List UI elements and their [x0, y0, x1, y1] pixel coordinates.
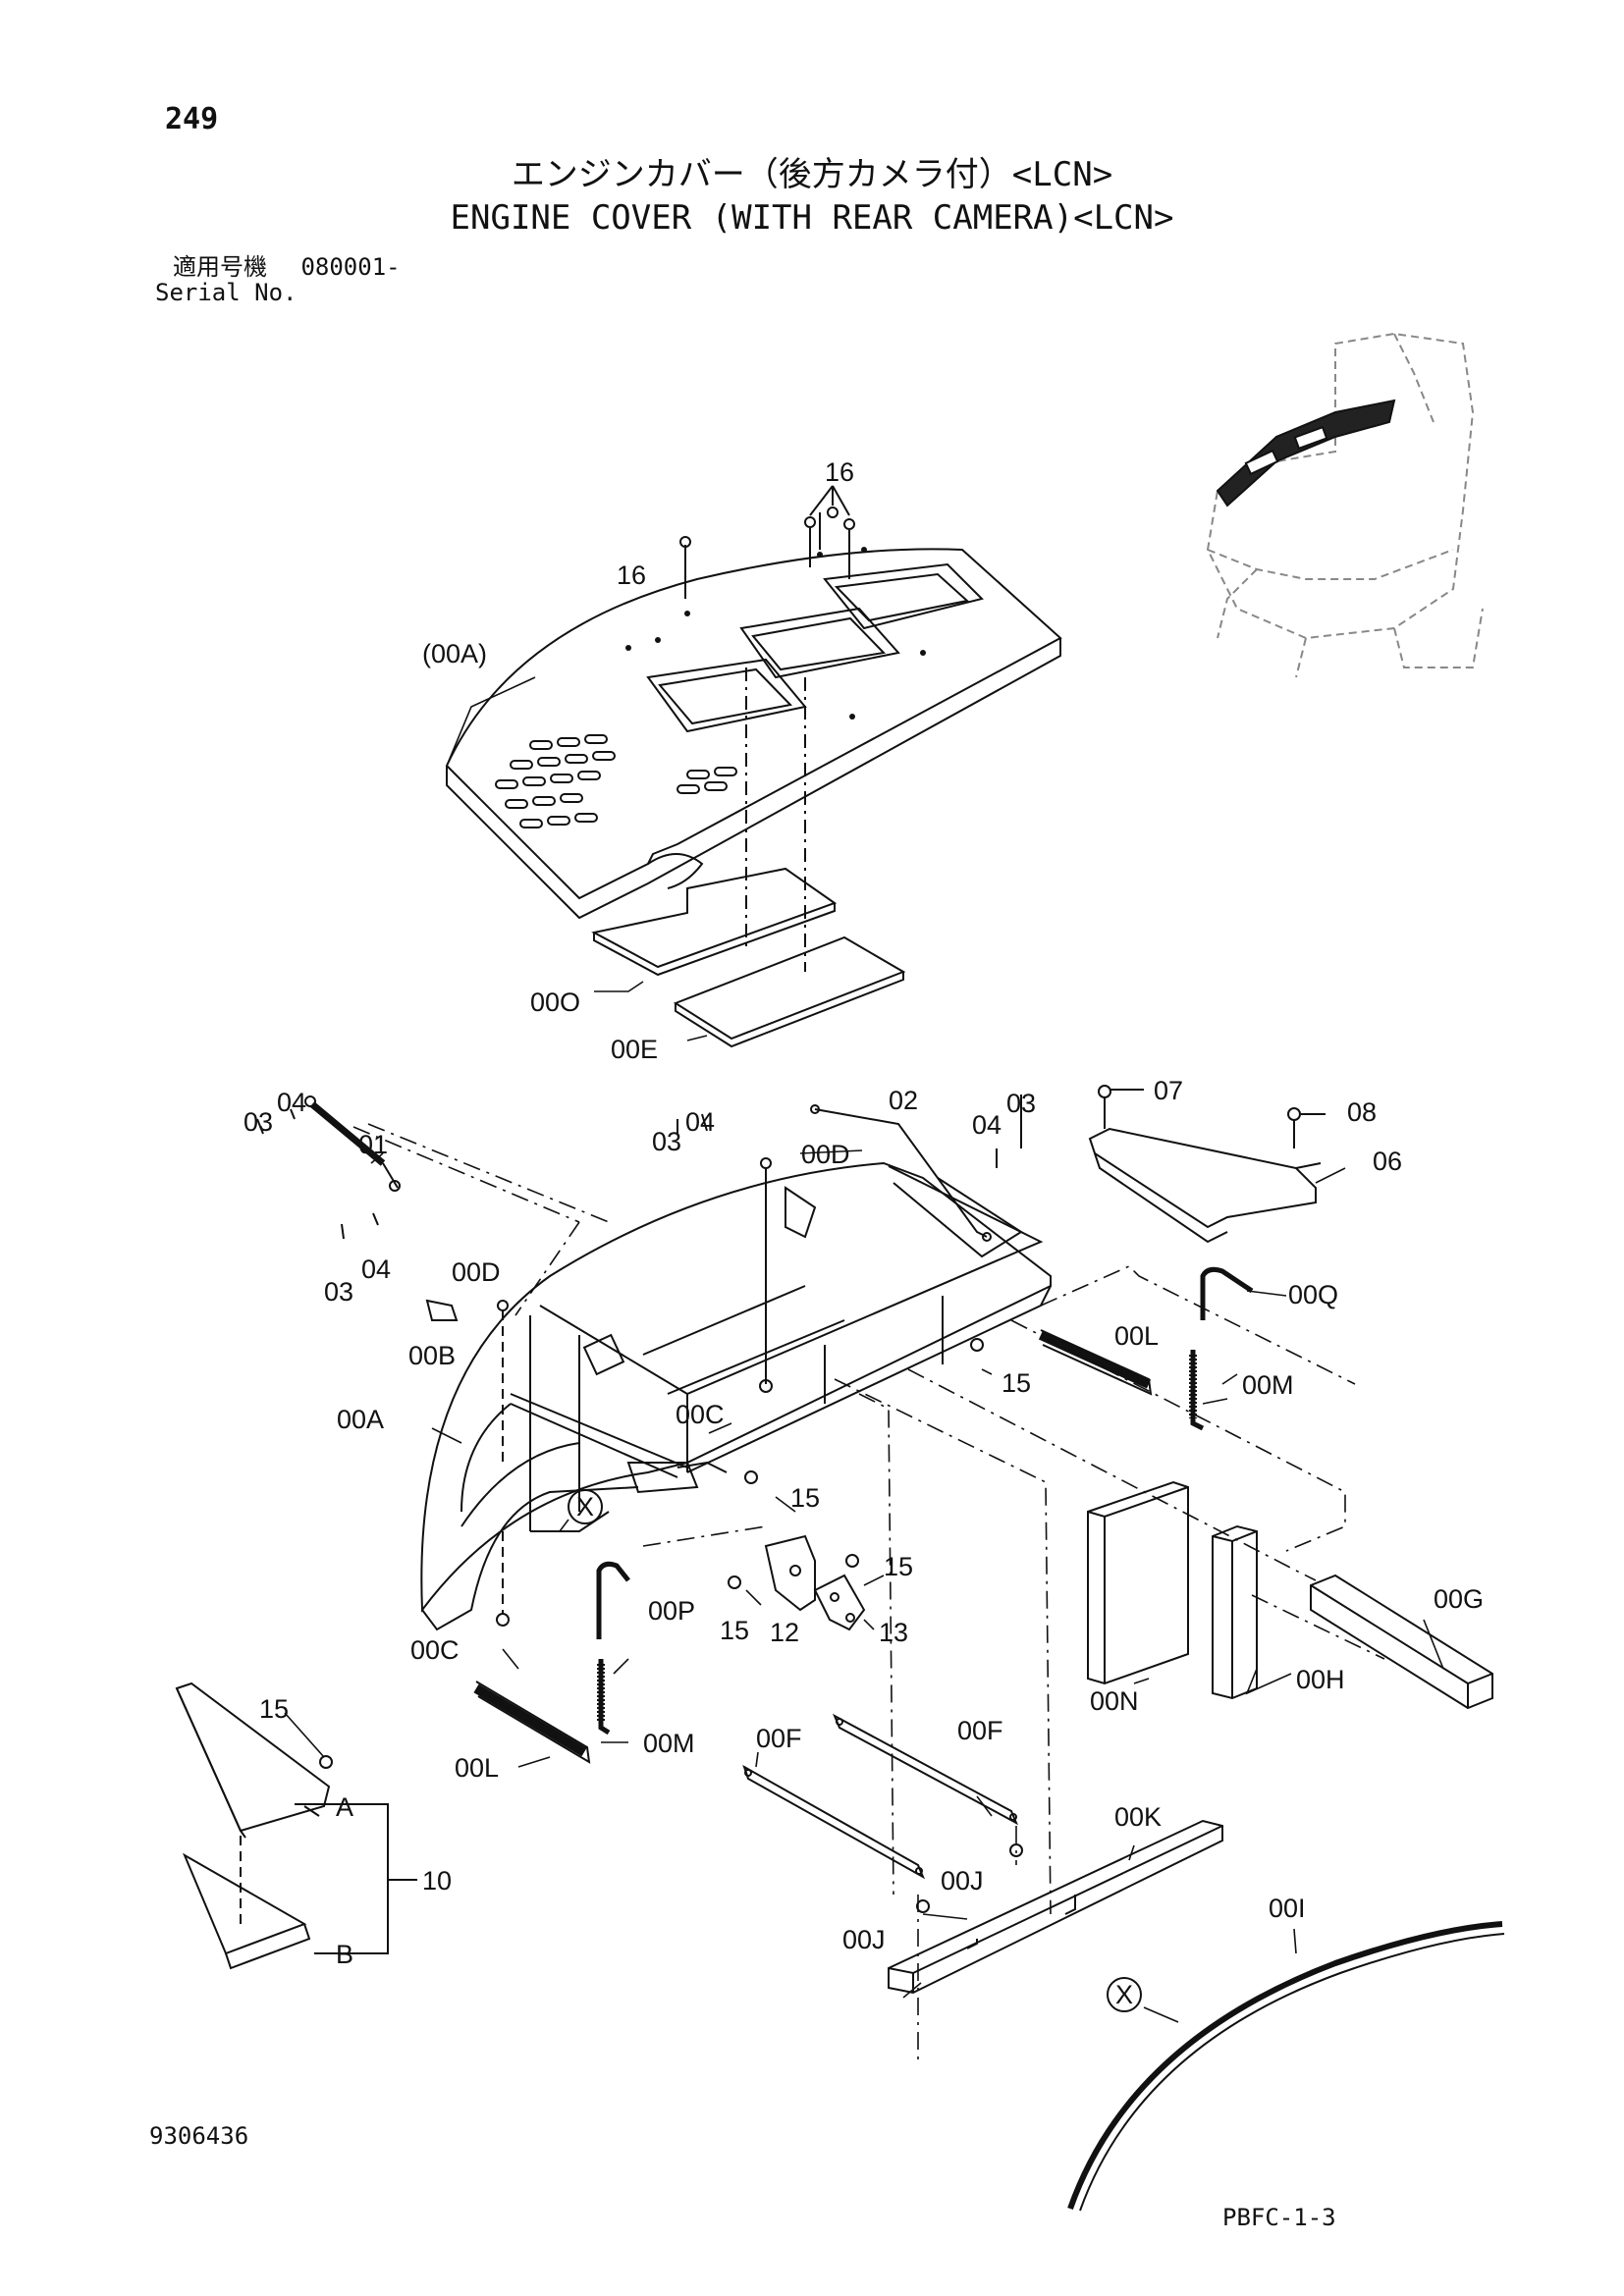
machine-locator-thumbnail: [1206, 332, 1484, 678]
rod-00Q: [1200, 1266, 1254, 1320]
side-panel-B: [182, 1852, 311, 1970]
insulation-block-00H: [1212, 1524, 1258, 1700]
title-english: ENGINE COVER (WITH REAR CAMERA)<LCN>: [450, 198, 1174, 238]
callout-08: 08: [1347, 1097, 1377, 1127]
callout-00D: 00D: [452, 1257, 501, 1287]
serial-label-jp: 適用号機: [173, 253, 267, 281]
beam-00G: [1310, 1574, 1493, 1710]
serial-block: 適用号機 080001-: [173, 253, 401, 281]
callout-labels: 16 16 (00A) 00O 00E 03 04 01 04 03 03 04…: [244, 457, 1484, 2009]
callout-00D: 00D: [801, 1140, 850, 1169]
rod-00P: [596, 1561, 630, 1639]
callout-04: 04: [361, 1255, 391, 1284]
callout-00J: 00J: [941, 1866, 984, 1896]
callout-07: 07: [1154, 1076, 1183, 1105]
callout-16: 16: [617, 561, 646, 590]
callout-04: 04: [277, 1088, 306, 1117]
machine-locator-cover-highlight: [1216, 399, 1396, 507]
callout-00M: 00M: [1242, 1370, 1294, 1400]
page-number: 249: [165, 102, 219, 136]
side-panel-A: [175, 1682, 333, 1839]
page-code: PBFC-1-3: [1222, 2204, 1336, 2231]
callout-15: 15: [884, 1552, 913, 1581]
callout-01: 01: [358, 1130, 388, 1159]
callout-15: 15: [790, 1483, 820, 1513]
engine-cover-frame: [420, 1161, 1052, 1631]
serial-value: 080001-: [300, 253, 401, 281]
callout-04: 04: [685, 1107, 715, 1137]
seal-strip-00L-left: [473, 1681, 591, 1764]
rod-00M-right: [1189, 1350, 1205, 1431]
callout-00E: 00E: [611, 1035, 658, 1064]
callout-15: 15: [1001, 1368, 1031, 1398]
callout-00A: (00A): [422, 639, 487, 668]
callout-10: 10: [422, 1866, 452, 1896]
gas-strut-01: [256, 1095, 401, 1240]
callout-00K: 00K: [1114, 1802, 1162, 1832]
cover-slot-2: [739, 607, 900, 679]
callout-00C: 00C: [676, 1400, 725, 1429]
callout-x: X: [576, 1492, 594, 1522]
ref-circle-x-2: [1107, 1977, 1142, 2012]
fasteners-frame: [425, 1157, 984, 1627]
title-japanese: エンジンカバー（後方カメラ付）<LCN>: [511, 155, 1113, 194]
callout-a: A: [336, 1792, 353, 1822]
callout-00Q: 00Q: [1288, 1280, 1338, 1309]
callout-00L: 00L: [1114, 1321, 1159, 1351]
callout-13: 13: [879, 1618, 908, 1647]
callout-00O: 00O: [530, 988, 580, 1017]
callout-03: 03: [1006, 1089, 1036, 1118]
cover-vent-grille: [495, 734, 737, 828]
bracket-06: [1088, 1085, 1326, 1244]
callout-x: X: [1115, 1980, 1133, 2009]
cover-bolt-holes: [625, 547, 926, 720]
insulation-panel-00N: [1087, 1480, 1189, 1685]
callout-03: 03: [652, 1127, 681, 1156]
callout-00A: 00A: [337, 1405, 384, 1434]
upper-cover-plate: [445, 547, 1062, 920]
callout-15: 15: [259, 1694, 289, 1724]
callout-04: 04: [972, 1110, 1001, 1140]
bolt-16-group: [679, 485, 855, 599]
hinge-bracket-12: [728, 1534, 816, 1612]
seal-strip-00L-right: [1038, 1329, 1153, 1396]
callout-b: B: [336, 1940, 353, 1969]
insulation-pad-00E: [673, 935, 906, 1048]
insulation-pad-00O: [591, 867, 838, 977]
callout-00N: 00N: [1090, 1686, 1139, 1716]
leader-lines: [284, 676, 1444, 2023]
strap-00F-left: [742, 1764, 926, 1880]
callout-06: 06: [1373, 1147, 1402, 1176]
callout-00B: 00B: [408, 1341, 456, 1370]
callout-00I: 00I: [1269, 1894, 1306, 1923]
beam-00K: [888, 1819, 1223, 1995]
stay-rod-02: [677, 1095, 1022, 1242]
drawing-number: 9306436: [149, 2122, 249, 2150]
callout-00P: 00P: [648, 1596, 695, 1626]
seal-curve-00I: [1067, 1921, 1505, 2212]
assembly-centerlines: [352, 1123, 1385, 2061]
callout-12: 12: [770, 1618, 799, 1647]
hinge-plate-13: [813, 1554, 866, 1631]
callout-00M: 00M: [643, 1729, 695, 1758]
callout-15: 15: [720, 1616, 749, 1645]
callout-00F: 00F: [957, 1716, 1003, 1745]
callout-16: 16: [825, 457, 854, 487]
callout-00H: 00H: [1296, 1665, 1345, 1694]
callout-00C: 00C: [410, 1635, 460, 1665]
callout-00G: 00G: [1434, 1584, 1484, 1614]
callout-00L: 00L: [455, 1753, 499, 1783]
serial-label-en: Serial No.: [155, 279, 298, 306]
cover-slot-3: [646, 658, 807, 733]
callout-00F: 00F: [756, 1724, 802, 1753]
callout-03: 03: [324, 1277, 353, 1307]
callout-02: 02: [889, 1086, 918, 1115]
strap-00F-right: [832, 1713, 1019, 1826]
callout-00J: 00J: [842, 1925, 886, 1954]
callout-03: 03: [244, 1107, 273, 1137]
ref-circle-x-1: [568, 1489, 603, 1524]
rod-00M-left: [597, 1659, 611, 1735]
